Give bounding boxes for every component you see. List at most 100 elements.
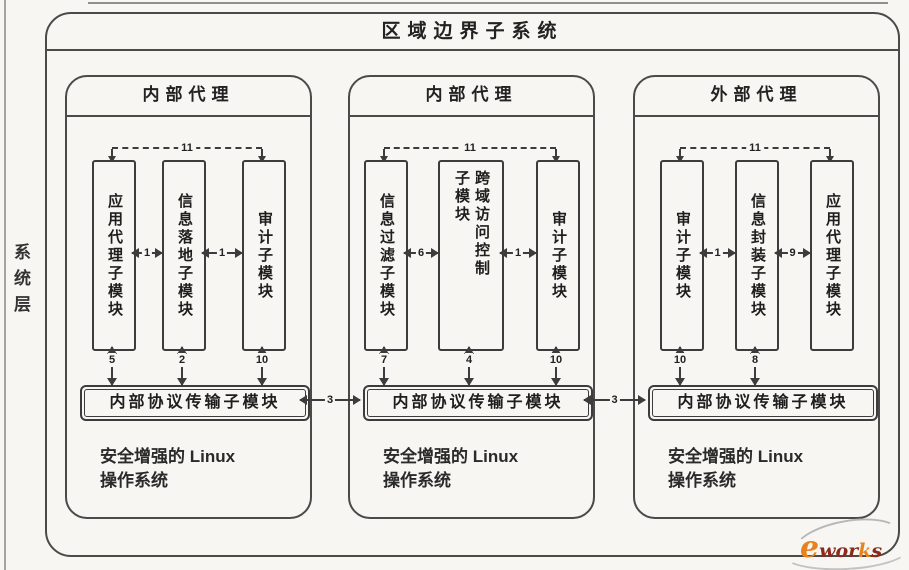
- arrow-down-icon: [108, 156, 116, 163]
- panel3-header: 外部代理: [710, 85, 803, 104]
- panel2-box-audit: 审计子模块: [536, 160, 580, 351]
- panel2-os-caption: 安全增强的 Linux 操作系统: [383, 445, 518, 493]
- panel2-downlink-1: 7: [379, 346, 389, 386]
- panel1-header: 内部代理: [142, 85, 235, 104]
- dashed-stub-left: [380, 149, 388, 163]
- arrow-right-icon: [155, 248, 163, 258]
- os-line2: 操作系统: [668, 470, 736, 490]
- link-label: 11: [746, 140, 764, 156]
- arrow-down-icon: [258, 156, 266, 163]
- panel-external-agent: 外部代理 11 审计子模块 信息封装子模块 应用代理子模块 1 9 10: [633, 75, 880, 519]
- link-label: 4: [464, 353, 474, 367]
- link-label: 10: [672, 353, 688, 367]
- arrow-down-icon: [750, 378, 760, 386]
- logo-text: eworks: [800, 533, 882, 563]
- dashed-stub-left: [676, 149, 684, 163]
- arrow-left-icon: [699, 248, 707, 258]
- arrow-right-icon: [803, 248, 811, 258]
- link-label: 9: [787, 245, 798, 261]
- arrow-left-icon: [774, 248, 782, 258]
- panel1-box-audit: 审计子模块: [242, 160, 286, 351]
- panel-internal-agent-2: 内部代理 11 信息过滤子模块 跨域访问控制子模块 审计子模块 6 1 7: [348, 75, 595, 519]
- protocol-link-panel2-panel3: 3: [583, 392, 646, 408]
- link-label: 11: [178, 140, 196, 156]
- panel2-downlink-3: 10: [548, 346, 564, 386]
- module-label: 信息落地子模块: [176, 192, 193, 319]
- arrow-down-icon: [826, 156, 834, 163]
- panel1-downlink-2: 2: [177, 346, 187, 386]
- arrow-right-icon: [235, 248, 243, 258]
- arrow-up-icon: [107, 346, 117, 354]
- panel1-protocol-module: 内部协议传输子模块: [80, 385, 310, 421]
- panel1-box-info-landing: 信息落地子模块: [162, 160, 206, 351]
- panel3-audit-dashed-link: 11: [676, 140, 834, 163]
- panel2-downlink-2: 4: [464, 346, 474, 386]
- arrow-left-icon: [131, 248, 139, 258]
- os-line2: 操作系统: [383, 470, 451, 490]
- arrow-down-icon: [257, 378, 267, 386]
- link-label: 7: [379, 353, 389, 367]
- arrow-up-icon: [551, 346, 561, 354]
- logo-letters-wor: wor: [819, 540, 859, 562]
- panel1-downlink-3: 10: [254, 346, 270, 386]
- arrow-down-icon: [380, 156, 388, 163]
- arrow-right-icon: [638, 395, 646, 405]
- panel2-box-cross-domain-access: 跨域访问控制子模块: [438, 160, 504, 351]
- module-label: 跨域访问控制子模块: [453, 170, 490, 278]
- panel3-downlink-1: 10: [672, 346, 688, 386]
- boundary-subsystem-box: 区域边界子系统: [45, 12, 900, 557]
- link-label: 1: [512, 245, 524, 261]
- module-label: 信息过滤子模块: [378, 192, 395, 319]
- dashed-stub-right: [552, 149, 560, 163]
- panel3-box-info-encapsulation: 信息封装子模块: [735, 160, 779, 351]
- arrow-up-icon: [177, 346, 187, 354]
- panel3-link-2: 9: [774, 245, 811, 261]
- arrow-up-icon: [257, 346, 267, 354]
- protocol-module-label: 内部协议传输子模块: [367, 389, 589, 417]
- protocol-link-panel1-panel2: 3: [299, 392, 361, 408]
- logo-letter-k: k: [858, 540, 872, 562]
- dashed-stub-right: [826, 149, 834, 163]
- panel1-audit-dashed-link: 11: [108, 140, 266, 163]
- arrow-down-icon: [464, 378, 474, 386]
- link-label: 3: [609, 392, 620, 408]
- link-label: 1: [141, 245, 153, 261]
- link-label: 5: [107, 353, 117, 367]
- os-line1: 安全增强的 Linux: [100, 447, 236, 466]
- panel3-box-audit: 审计子模块: [660, 160, 704, 351]
- link-label: 10: [548, 353, 564, 367]
- panel3-os-caption: 安全增强的 Linux 操作系统: [668, 445, 803, 493]
- protocol-module-label: 内部协议传输子模块: [84, 389, 306, 417]
- panel3-header-divider: [635, 115, 878, 117]
- arrow-right-icon: [431, 248, 439, 258]
- link-label: 10: [254, 353, 270, 367]
- arrow-up-icon: [750, 346, 760, 354]
- arrow-up-icon: [379, 346, 389, 354]
- link-label: 3: [324, 392, 336, 408]
- panel2-header: 内部代理: [425, 85, 518, 104]
- scan-artifact-top-line: [88, 2, 888, 4]
- scan-artifact-left-line: [4, 0, 6, 570]
- module-label: 应用代理子模块: [824, 192, 841, 319]
- dashed-stub-right: [258, 149, 266, 163]
- arrow-right-icon: [529, 248, 537, 258]
- arrow-down-icon: [551, 378, 561, 386]
- arrow-left-icon: [403, 248, 411, 258]
- module-label: 应用代理子模块: [106, 192, 123, 319]
- eworks-logo: eworks: [781, 510, 909, 570]
- panel2-link-2: 1: [499, 245, 537, 261]
- module-label: 审计子模块: [674, 210, 691, 301]
- panel2-link-1: 6: [403, 245, 439, 261]
- panel2-header-divider: [350, 115, 593, 117]
- system-layer-label: 系统层: [11, 243, 30, 321]
- link-label: 8: [750, 353, 760, 367]
- logo-letter-e: e: [800, 530, 820, 565]
- arrow-down-icon: [552, 156, 560, 163]
- arrow-left-icon: [583, 395, 591, 405]
- panel1-header-divider: [67, 115, 310, 117]
- arrow-down-icon: [177, 378, 187, 386]
- link-label: 2: [177, 353, 187, 367]
- panel3-link-1: 1: [699, 245, 736, 261]
- link-label: 6: [415, 245, 427, 261]
- os-line1: 安全增强的 Linux: [383, 447, 519, 466]
